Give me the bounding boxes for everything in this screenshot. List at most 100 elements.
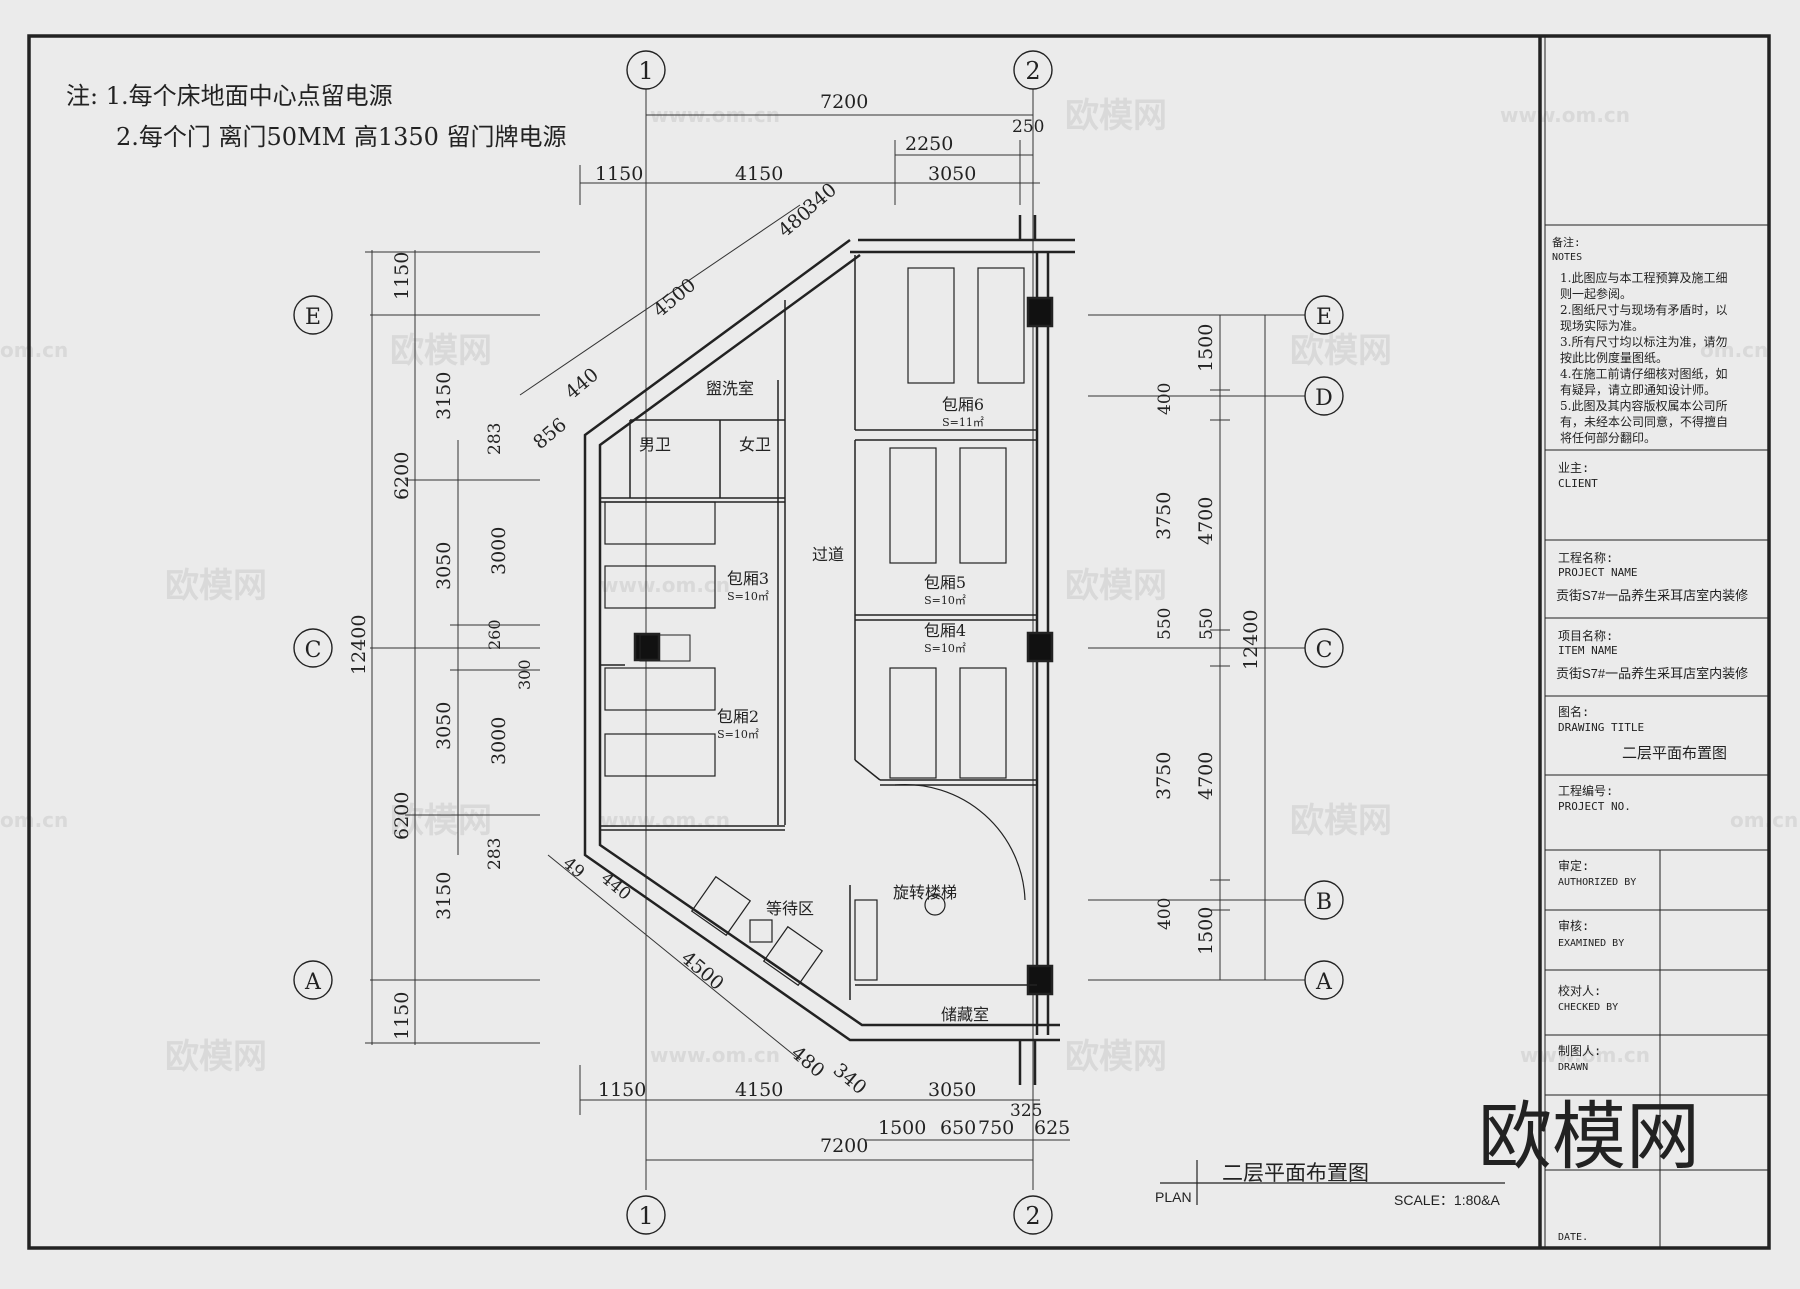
axis-label-c: C — [305, 638, 322, 663]
brand-watermark-logo: 欧模网 — [1478, 1095, 1700, 1178]
room-label-5: 包厢5 — [924, 573, 966, 592]
room-label-washroom: 盥洗室 — [706, 379, 754, 398]
watermark-url: om.cn — [0, 338, 68, 362]
watermark-brand: 欧模网 — [165, 1037, 267, 1077]
dim-text: 650 — [940, 1117, 976, 1139]
drawing-title-value: 二层平面布置图 — [1622, 744, 1727, 762]
authorized-label: 审定: — [1558, 858, 1589, 873]
room-label-corridor: 过道 — [812, 545, 844, 564]
note-item: 4.在施工前请仔细核对图纸，如 — [1560, 366, 1727, 381]
watermark-url: www.om.cn — [600, 808, 730, 832]
note-item: 5.此图及其内容版权属本公司所 — [1560, 398, 1727, 413]
room-area-3: S=10㎡ — [727, 590, 769, 603]
dim-text: 3050 — [433, 702, 455, 750]
axis-labels: 1 2 1 2 E C A E D C B A — [304, 57, 1333, 1230]
dim-text: 4700 — [1195, 497, 1217, 545]
dim-text: 340 — [829, 1059, 871, 1099]
dim-text: 7200 — [820, 1135, 868, 1157]
room-label-3: 包厢3 — [727, 569, 769, 588]
drawing-label-en: DRAWING TITLE — [1558, 721, 1644, 734]
dim-text: 440 — [561, 364, 603, 404]
plan-label: PLAN — [1155, 1189, 1192, 1205]
room-label-2: 包厢2 — [717, 707, 759, 726]
watermark-brand: 欧模网 — [1065, 96, 1167, 136]
dim-text: 12400 — [348, 615, 370, 675]
dim-text: 4700 — [1195, 752, 1217, 800]
dim-text: 2250 — [905, 133, 953, 155]
note-item: 将任何部分翻印。 — [1560, 430, 1656, 445]
design-note-2: 2.每个门 离门50MM 高1350 留门牌电源 — [116, 123, 567, 151]
watermark-brand: 欧模网 — [165, 566, 267, 606]
axis-label-2: 2 — [1025, 57, 1040, 85]
room-label-male: 男卫 — [639, 435, 671, 454]
furniture — [604, 267, 1026, 987]
date-label: DATE. — [1558, 1232, 1588, 1243]
room-label-storage: 储藏室 — [941, 1005, 989, 1024]
note-item: 有，未经本公司同意，不得擅自 — [1560, 414, 1728, 429]
plan-title-text: 二层平面布置图 — [1222, 1161, 1369, 1185]
axis-label-e: E — [1316, 305, 1332, 330]
watermark-brand: 欧模网 — [390, 331, 492, 371]
dim-text: 300 — [515, 659, 534, 690]
dim-text: 3150 — [433, 872, 455, 920]
checked-label-en: CHECKED BY — [1558, 1002, 1618, 1013]
project-label: 工程名称: — [1558, 550, 1613, 565]
axis-label-1: 1 — [638, 57, 653, 85]
dim-text: 1150 — [391, 252, 413, 300]
room-label-female: 女卫 — [739, 435, 771, 454]
dim-text: 3050 — [928, 1079, 976, 1101]
note-item: 按此比例度量图纸。 — [1560, 350, 1668, 365]
axis-label-a: A — [1315, 970, 1333, 995]
title-block-grid — [1545, 224, 1769, 1248]
watermark-url: om.cn — [1700, 338, 1768, 362]
dim-text: 856 — [529, 414, 571, 454]
dim-text: 550 — [1197, 608, 1217, 640]
watermark-url: om.cn — [1730, 808, 1798, 832]
dim-text: 49 — [559, 854, 588, 883]
scale-label: SCALE：1:80&A — [1394, 1192, 1500, 1208]
dim-text: 400 — [1155, 383, 1175, 415]
dim-text: 550 — [1155, 608, 1175, 640]
watermark-url: www.om.cn — [600, 573, 730, 597]
plan-title: 二层平面布置图 PLAN SCALE：1:80&A — [1155, 1160, 1505, 1208]
dim-text: 3000 — [488, 527, 510, 575]
notes-list: 1.此图应与本工程预算及施工细 则一起参阅。 2.图纸尺寸与现场有矛盾时，以 现… — [1560, 270, 1728, 445]
axis-label-a: A — [304, 970, 322, 995]
axis-label-1: 1 — [638, 1202, 653, 1230]
note-item: 3.所有尺寸均以标注为准，请勿 — [1560, 334, 1727, 349]
drawn-label-en: DRAWN — [1558, 1062, 1588, 1073]
client-label-en: CLIENT — [1558, 477, 1598, 490]
room-label-stair: 旋转楼梯 — [893, 883, 957, 902]
room-area-4: S=10㎡ — [924, 642, 966, 655]
note-item: 有疑异，请立即通知设计师。 — [1560, 382, 1716, 397]
examined-label-en: EXAMINED BY — [1558, 938, 1624, 949]
notes-label-en: NOTES — [1552, 252, 1582, 263]
dim-text: 400 — [1155, 898, 1175, 930]
dim-text: 3150 — [433, 372, 455, 420]
dim-text: 6200 — [391, 792, 413, 840]
dim-text: 1150 — [598, 1079, 646, 1101]
dim-text: 260 — [485, 619, 504, 650]
dim-text: 625 — [1034, 1117, 1070, 1139]
dim-text: 1500 — [1195, 324, 1217, 372]
watermark-url: om.cn — [0, 808, 68, 832]
dim-text: 7200 — [820, 91, 868, 113]
axis-label-d: D — [1315, 386, 1333, 411]
dim-text: 4500 — [649, 274, 700, 322]
item-label-en: ITEM NAME — [1558, 644, 1618, 657]
room-labels: 盥洗室 男卫 女卫 包厢6 S=11㎡ 包厢5 S=10㎡ 包厢4 S=10㎡ … — [639, 379, 989, 1024]
axis-label-2: 2 — [1025, 1202, 1040, 1230]
dim-text: 1150 — [391, 992, 413, 1040]
room-area-6: S=11㎡ — [942, 416, 984, 429]
item-label: 项目名称: — [1558, 628, 1613, 643]
authorized-label-en: AUTHORIZED BY — [1558, 877, 1636, 888]
dim-text: 1500 — [1195, 907, 1217, 955]
watermark-url: www.om.cn — [1500, 103, 1630, 127]
project-no-label-en: PROJECT NO. — [1558, 800, 1631, 813]
axis-label-c: C — [1316, 638, 1333, 663]
notes-label: 备注: — [1552, 235, 1581, 249]
room-label-4: 包厢4 — [924, 621, 966, 640]
watermark-brand: 欧模网 — [1290, 801, 1392, 841]
